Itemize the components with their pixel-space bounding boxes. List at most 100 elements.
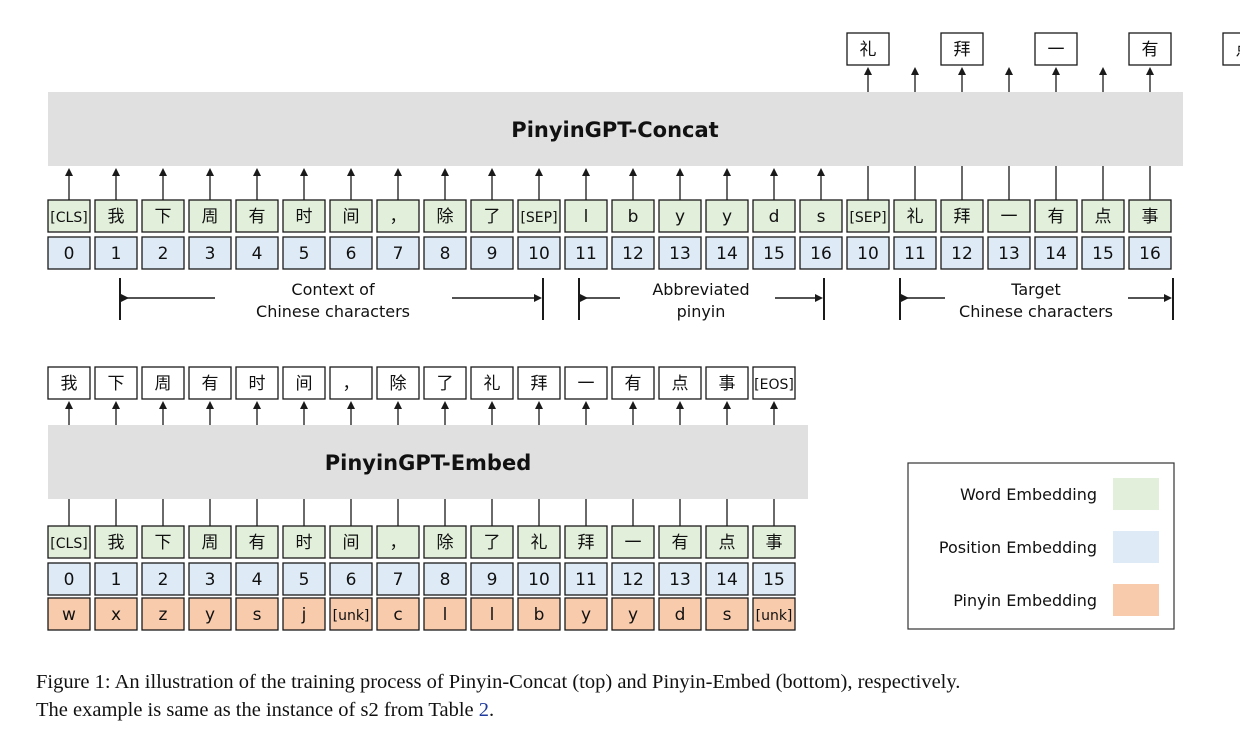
concat-position-cell: 11	[564, 236, 608, 270]
concat-output-text: 一	[1048, 40, 1065, 60]
embed-pinyin-text: l	[490, 605, 495, 625]
concat-word-text: 事	[1142, 207, 1159, 227]
concat-word-text: 点	[1095, 207, 1112, 227]
embed-word-cell: 除	[423, 525, 467, 559]
concat-position-cell: 16	[799, 236, 843, 270]
embed-output-cell: 一	[564, 366, 608, 400]
concat-model-bar	[48, 92, 1183, 166]
figure-caption: Figure 1: An illustration of the trainin…	[36, 668, 1216, 724]
embed-word-cell: 有	[235, 525, 279, 559]
embed-word-text: 礼	[531, 533, 548, 553]
embed-pinyin-cell: b	[517, 597, 561, 631]
embed-output-cell: 有	[611, 366, 655, 400]
embed-pinyin-cell: x	[94, 597, 138, 631]
embed-position-text: 9	[487, 570, 498, 590]
concat-word-cell: 拜	[940, 199, 984, 233]
embed-position-text: 3	[205, 570, 216, 590]
concat-position-text: 9	[487, 244, 498, 264]
concat-position-text: 15	[1092, 244, 1114, 264]
concat-word-text: 我	[108, 207, 125, 227]
caption-line-2-end: .	[489, 699, 495, 721]
concat-input-arrows	[65, 166, 1151, 200]
concat-word-text: ，	[390, 207, 407, 227]
concat-position-text: 10	[857, 244, 879, 264]
embed-word-text: ，	[390, 533, 407, 553]
embed-output-cell: 有	[188, 366, 232, 400]
caption-line-2-text: The example is same as the instance of s…	[36, 699, 479, 721]
embed-word-text: 时	[296, 533, 313, 553]
embed-output-text: 拜	[531, 374, 548, 394]
embed-output-cell: 时	[235, 366, 279, 400]
table-reference-link[interactable]: 2	[478, 699, 490, 721]
concat-word-cell: s	[799, 199, 843, 233]
embed-pinyin-cell: z	[141, 597, 185, 631]
embed-position-cell: 10	[517, 562, 561, 596]
embed-pinyin-cell: c	[376, 597, 420, 631]
legend-word-label: Word Embedding	[960, 485, 1097, 504]
concat-position-text: 16	[810, 244, 832, 264]
embed-word-cell: ，	[376, 525, 420, 559]
concat-position-cell: 13	[658, 236, 702, 270]
concat-position-text: 15	[763, 244, 785, 264]
embed-position-text: 10	[528, 570, 550, 590]
embed-pinyin-cell: [unk]	[329, 597, 373, 631]
concat-word-text: 一	[1001, 207, 1018, 227]
concat-output-text: 有	[1142, 40, 1159, 60]
concat-position-cell: 16	[1128, 236, 1172, 270]
concat-position-text: 2	[158, 244, 169, 264]
concat-output-cell: 点	[1222, 32, 1240, 66]
embed-output-cell: 我	[47, 366, 91, 400]
embed-output-arrows	[65, 401, 778, 425]
embed-output-cell: 礼	[470, 366, 514, 400]
embed-pinyin-text: [unk]	[756, 608, 793, 624]
embed-output-text: 有	[625, 374, 642, 394]
concat-position-cell: 2	[141, 236, 185, 270]
concat-output-cell: 有	[1128, 32, 1172, 66]
embed-word-cell: 一	[611, 525, 655, 559]
embed-pinyin-cell: s	[705, 597, 749, 631]
embed-position-cell: 4	[235, 562, 279, 596]
span-pinyin-line2: pinyin	[677, 302, 726, 321]
span-target-line2: Chinese characters	[959, 302, 1113, 321]
embed-output-text: 时	[249, 374, 266, 394]
embed-model-title: PinyinGPT-Embed	[325, 451, 532, 475]
concat-word-cell: [SEP]	[517, 199, 561, 233]
concat-output-cell: 一	[1034, 32, 1078, 66]
legend: Word Embedding Position Embedding Pinyin…	[907, 462, 1175, 630]
concat-position-text: 11	[904, 244, 926, 264]
embed-word-cell: 间	[329, 525, 373, 559]
span-context-line1: Context of	[291, 280, 375, 299]
concat-word-cell: y	[658, 199, 702, 233]
embed-position-text: 7	[393, 570, 404, 590]
embed-word-text: 我	[108, 533, 125, 553]
concat-word-text: [SEP]	[849, 210, 886, 226]
concat-output-text: 礼	[860, 40, 877, 60]
embed-pinyin-cell: d	[658, 597, 702, 631]
embed-pinyin-text: x	[111, 605, 121, 625]
embed-pinyin-text: [unk]	[333, 608, 370, 624]
concat-position-text: 10	[528, 244, 550, 264]
concat-position-cell: 12	[940, 236, 984, 270]
embed-word-text: 有	[249, 533, 266, 553]
concat-word-cell: 时	[282, 199, 326, 233]
concat-position-text: 7	[393, 244, 404, 264]
concat-word-cell: l	[564, 199, 608, 233]
embed-position-cell: 5	[282, 562, 326, 596]
embed-word-cell: 了	[470, 525, 514, 559]
embed-word-text: [CLS]	[50, 536, 87, 552]
concat-position-cell: 13	[987, 236, 1031, 270]
concat-position-cell: 7	[376, 236, 420, 270]
legend-pinyin-swatch	[1113, 584, 1159, 616]
concat-word-cell: 一	[987, 199, 1031, 233]
embed-pinyin-text: d	[675, 605, 686, 625]
embed-output-cell: 点	[658, 366, 702, 400]
embed-pinyin-text: y	[205, 605, 215, 625]
concat-word-cell: 有	[235, 199, 279, 233]
